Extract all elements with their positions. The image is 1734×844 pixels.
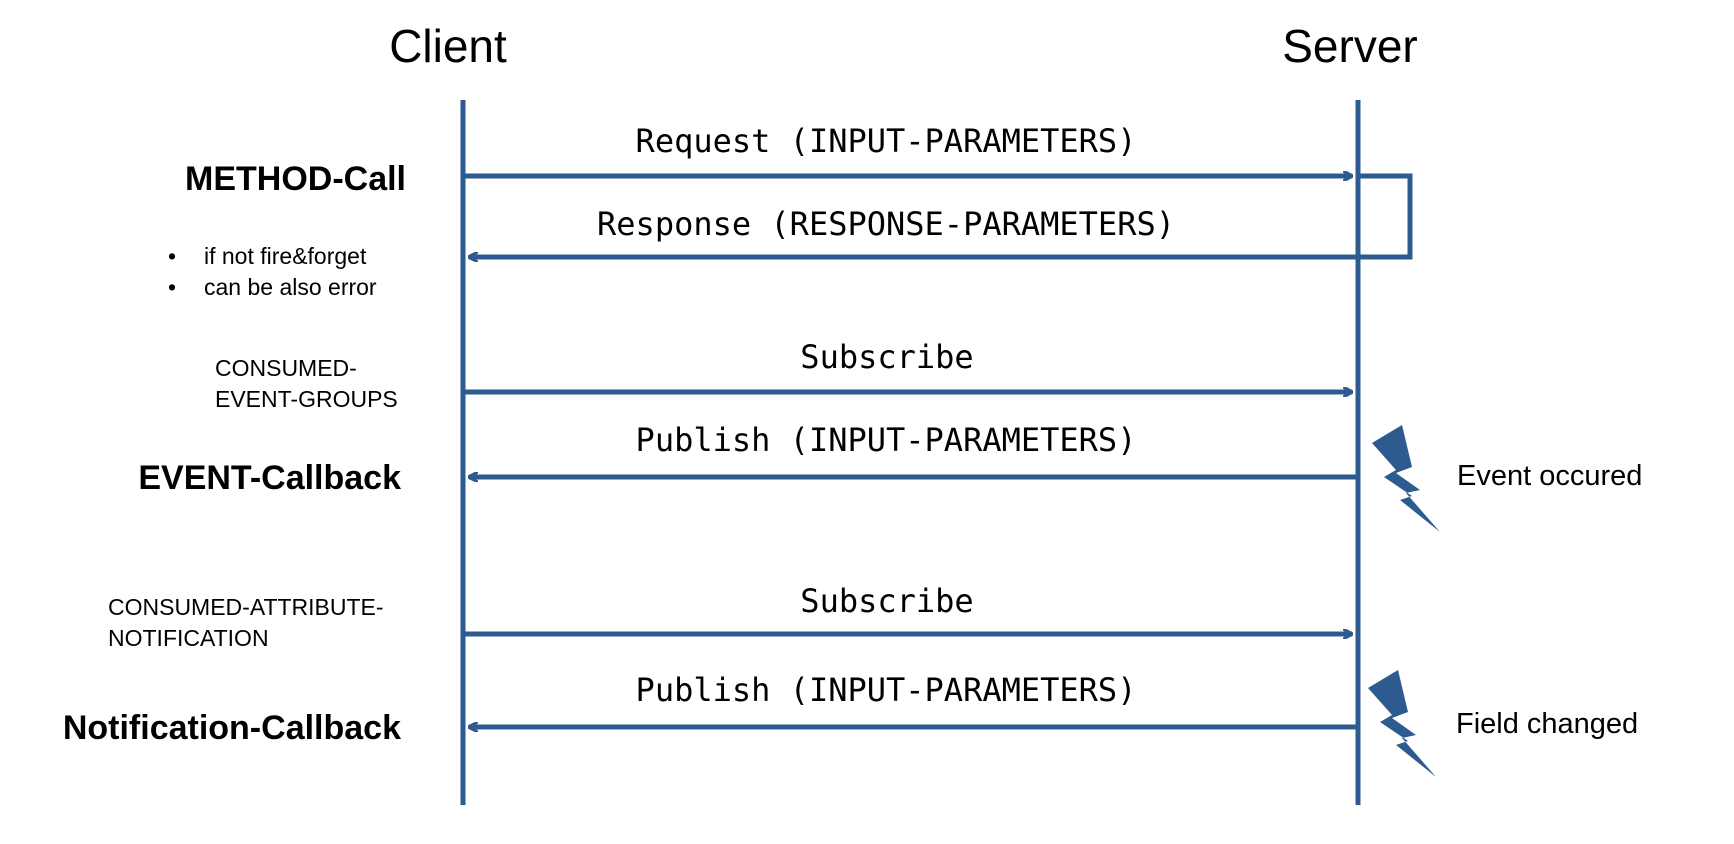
notification-callback-title: Notification-Callback [63, 709, 401, 747]
consumed-attribute-line1: CONSUMED-ATTRIBUTE- [108, 594, 384, 620]
method-note-1: if not fire&forget [204, 243, 367, 269]
method-note-bullet-1: • [168, 243, 176, 269]
event-occured-label: Event occured [1457, 460, 1642, 492]
field-changed-label: Field changed [1456, 708, 1638, 740]
response-label: Response (RESPONSE-PARAMETERS) [597, 205, 1175, 243]
consumed-event-groups-line1: CONSUMED- [215, 355, 357, 381]
event-callback-title: EVENT-Callback [138, 459, 401, 497]
server-processing-bracket [1358, 173, 1413, 260]
subscribe-field-label: Subscribe [800, 582, 973, 620]
publish-field-label: Publish (INPUT-PARAMETERS) [636, 671, 1137, 709]
publish-event-label: Publish (INPUT-PARAMETERS) [636, 421, 1137, 459]
method-note-bullet-2: • [168, 274, 176, 300]
server-title: Server [1282, 20, 1417, 72]
consumed-event-groups-line2: EVENT-GROUPS [215, 386, 398, 412]
lightning-bolt-icon [1368, 670, 1436, 777]
subscribe-event-label: Subscribe [800, 338, 973, 376]
method-call-title: METHOD-Call [185, 160, 406, 198]
lightning-bolt-icon [1372, 425, 1440, 532]
request-label: Request (INPUT-PARAMETERS) [636, 122, 1137, 160]
client-title: Client [389, 20, 507, 72]
consumed-attribute-line2: NOTIFICATION [108, 625, 269, 651]
method-note-2: can be also error [204, 274, 377, 300]
